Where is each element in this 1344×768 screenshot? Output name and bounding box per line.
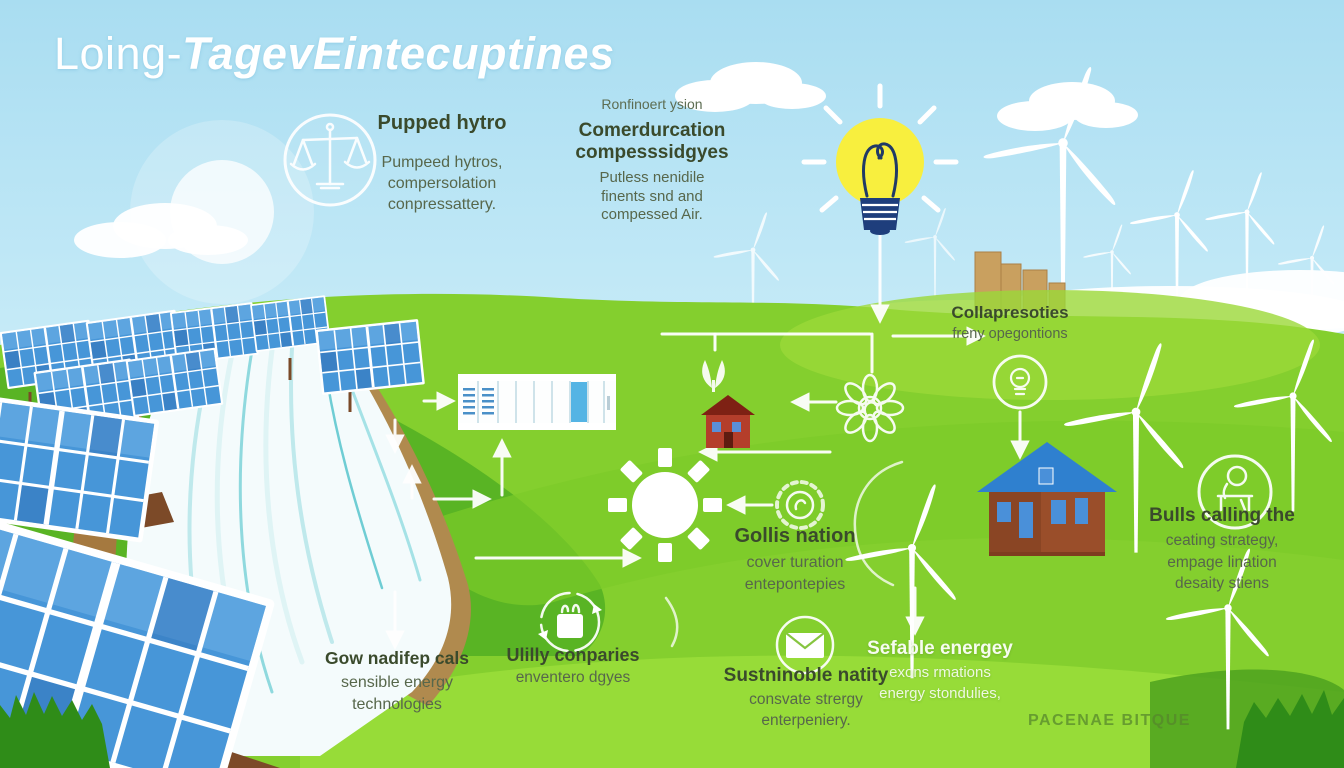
label-line: enventero dgyes — [515, 669, 631, 686]
label-bills-calling: Bulls calling the ceating strategy, empa… — [1149, 505, 1295, 595]
label-line: empage lination — [1167, 553, 1277, 571]
solar-panel-icon — [313, 317, 427, 397]
label-line: Pumpeed hytros, — [381, 154, 503, 171]
idea-circle-icon — [992, 354, 1048, 410]
label-line: compessed Air. — [601, 206, 703, 224]
battery-storage-icon — [458, 374, 616, 430]
label-heading: compesssidgyes — [575, 142, 729, 164]
label-heading: Comerdurcation — [578, 120, 726, 141]
house-icon — [977, 442, 1117, 556]
grass-tuft — [0, 692, 110, 768]
flow-lines — [385, 232, 1030, 650]
label-line: sensible energy — [340, 674, 454, 691]
label-collaborations: Collapresoties freny opegontions — [951, 303, 1068, 342]
title-prefix: Loing- — [54, 28, 183, 79]
label-note: Ronfinoert ysion — [601, 96, 703, 112]
label-line: energy stondulies, — [879, 685, 1001, 702]
flower-gear-icon — [835, 373, 905, 443]
label-heading: Sustninoble natity — [723, 665, 889, 686]
plant-icon — [702, 360, 725, 392]
label-line: Putless nenidile — [599, 168, 705, 186]
label-line: compersolation — [387, 174, 497, 192]
label-line: cover turation — [746, 554, 844, 571]
label-compressed-air: Ronfinoert ysion Comerdurcation compesss… — [575, 96, 728, 225]
label-heading: Ulilly conparies — [506, 645, 640, 665]
label-grid-nation: Gollis nation cover turation entepontepi… — [734, 525, 855, 595]
scale-icon — [283, 113, 377, 207]
small-house-icon — [701, 395, 755, 448]
sun-icon — [608, 448, 722, 562]
swirl-gear-icon — [775, 480, 825, 530]
label-heading: Gow nadifep cals — [325, 648, 469, 668]
label-utility-companies: Ulilly conparies enventero dgyes — [506, 645, 639, 687]
watermark-text: PACENAE BITQUE — [1028, 712, 1191, 729]
label-pumped-hydro: Pupped hytro Pumpeed hytros, compersolat… — [378, 112, 507, 215]
recycle-battery-icon — [538, 591, 602, 653]
label-heading: Sefable energey — [867, 638, 1013, 659]
label-line: entepontepies — [744, 575, 846, 593]
label-line: ceating strategy, — [1165, 532, 1279, 549]
label-sustainable-utility: Sustninoble natity consvate strergy ente… — [724, 665, 889, 732]
label-line: technologies — [352, 695, 442, 713]
label-line: enterpeniery. — [761, 711, 851, 729]
label-heading: Pupped hytro — [377, 112, 507, 134]
label-line: exons rmations — [889, 664, 991, 681]
label-gov-policies: Gow nadifep cals sensible energy technol… — [325, 648, 469, 715]
label-heading: Gollis nation — [734, 525, 856, 547]
desk-person-icon — [1197, 454, 1273, 530]
label-line: freny opegontions — [952, 326, 1068, 342]
lightbulb-icon — [801, 83, 959, 235]
label-heading: Collapresoties — [951, 303, 1069, 322]
label-line: conpressattery. — [387, 195, 497, 213]
page-title: Loing-TagevEintecuptines — [54, 28, 615, 80]
label-line: desaity stiens — [1175, 575, 1269, 593]
label-heading: Bulls calling the — [1149, 505, 1295, 526]
grass-tuft — [1236, 690, 1344, 768]
envelope-icon — [775, 615, 835, 675]
label-stable-energy: Sefable energey exons rmations energy st… — [867, 638, 1013, 704]
label-line: finents snd and — [601, 187, 703, 205]
label-line: consvate strergy — [749, 691, 863, 708]
title-emphasis: TagevEintecuptines — [182, 28, 615, 79]
